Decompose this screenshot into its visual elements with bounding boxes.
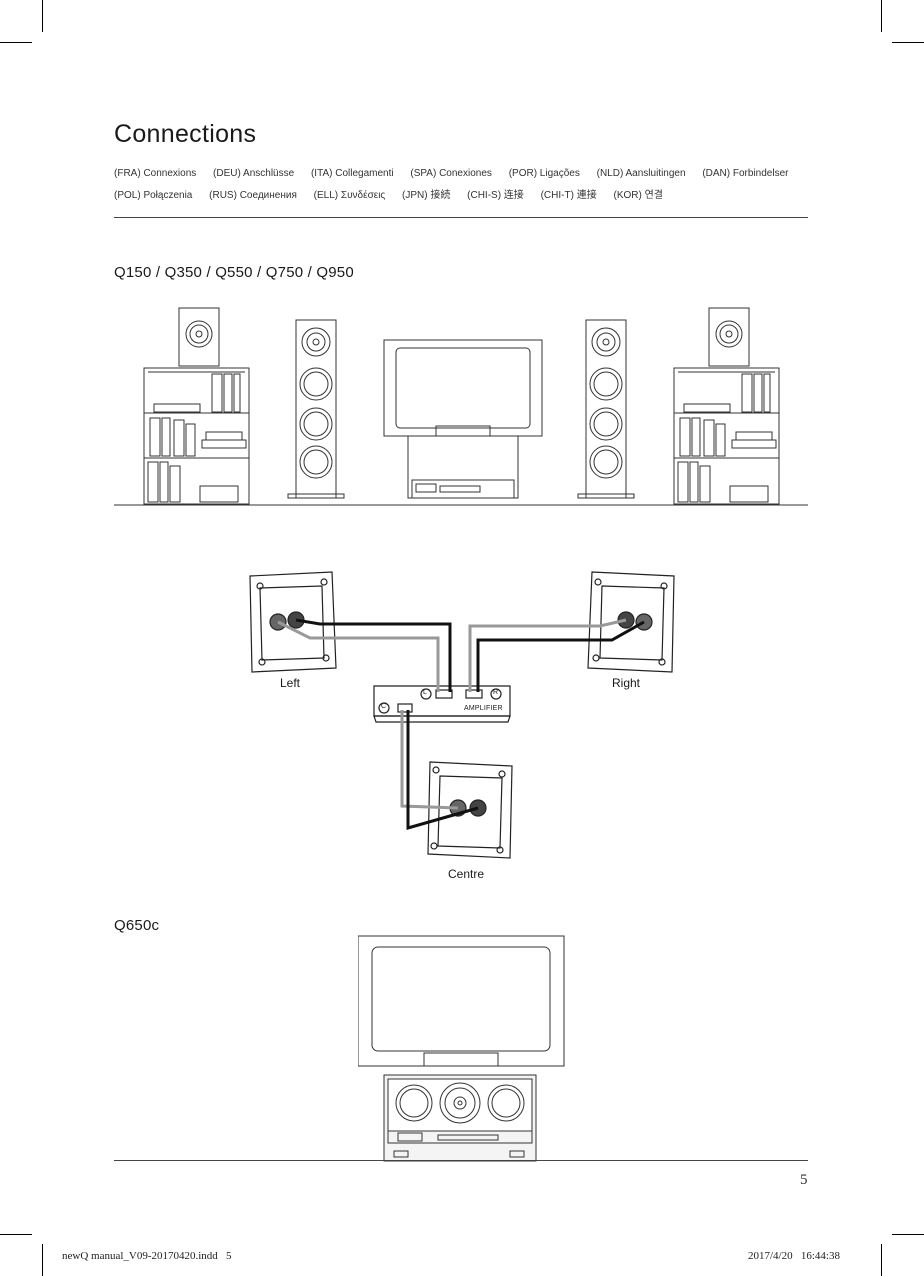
language-row-2: (POL) Połączenia (RUS) Соединения (ELL) … bbox=[114, 186, 814, 201]
amplifier-label: AMPLIFIER bbox=[464, 705, 503, 712]
tv-on-stand bbox=[383, 339, 543, 499]
lang-rus: (RUS) Соединения bbox=[209, 190, 297, 201]
wiring-diagram bbox=[249, 571, 675, 859]
crop-mark bbox=[42, 1244, 43, 1276]
section-heading-centre: Q650c bbox=[114, 917, 160, 934]
lang-fra: (FRA) Connexions bbox=[114, 168, 197, 179]
right-tower-speaker bbox=[577, 319, 635, 499]
language-row-1: (FRA) Connexions (DEU) Anschlüsse (ITA) … bbox=[114, 168, 814, 179]
lang-chi-t: (CHI-T) 連接 bbox=[540, 190, 597, 201]
amp-terminal-l: L bbox=[423, 689, 427, 696]
header-divider bbox=[114, 217, 808, 218]
left-bookshelf bbox=[143, 307, 250, 505]
lang-ita: (ITA) Collegamenti bbox=[310, 168, 394, 179]
crop-mark bbox=[0, 1234, 32, 1235]
crop-mark bbox=[892, 42, 924, 43]
crop-mark bbox=[881, 1244, 882, 1276]
room-illustration bbox=[114, 307, 808, 506]
lang-kor: (KOR) 연결 bbox=[613, 190, 663, 201]
amplifier-unit bbox=[373, 685, 511, 723]
slug-filename: newQ manual_V09-20170420.indd 5 bbox=[62, 1250, 232, 1262]
crop-mark bbox=[42, 0, 43, 32]
footer-divider bbox=[114, 1160, 808, 1161]
crop-mark bbox=[0, 42, 32, 43]
lang-deu: (DEU) Anschlüsse bbox=[213, 168, 295, 179]
centre-speaker-illustration bbox=[358, 935, 565, 1162]
lang-ell: (ELL) Συνδέσεις bbox=[313, 190, 386, 201]
crop-mark bbox=[881, 0, 882, 32]
slug-timestamp: 2017/4/20 16:44:38 bbox=[748, 1250, 840, 1262]
left-tower-speaker bbox=[287, 319, 345, 499]
crop-mark bbox=[892, 1234, 924, 1235]
right-bookshelf bbox=[673, 307, 780, 505]
page-number: 5 bbox=[800, 1172, 808, 1188]
lang-pol: (POL) Połączenia bbox=[114, 190, 193, 201]
lang-spa: (SPA) Conexiones bbox=[410, 168, 492, 179]
left-terminal-plate bbox=[249, 571, 337, 673]
page-title: Connections bbox=[114, 120, 257, 148]
amp-terminal-r: R bbox=[493, 689, 499, 696]
amp-terminal-c: C bbox=[381, 703, 387, 710]
section-heading-floorstanding: Q150 / Q350 / Q550 / Q750 / Q950 bbox=[114, 264, 354, 281]
lang-dan: (DAN) Forbindelser bbox=[702, 168, 789, 179]
lang-nld: (NLD) Aansluitingen bbox=[596, 168, 686, 179]
lang-por: (POR) Ligações bbox=[508, 168, 580, 179]
lang-chi-s: (CHI-S) 连接 bbox=[467, 190, 524, 201]
label-centre: Centre bbox=[448, 867, 485, 881]
label-right: Right bbox=[612, 676, 641, 690]
right-terminal-plate bbox=[587, 571, 675, 673]
lang-jpn: (JPN) 接続 bbox=[402, 190, 451, 201]
label-left: Left bbox=[280, 676, 301, 690]
